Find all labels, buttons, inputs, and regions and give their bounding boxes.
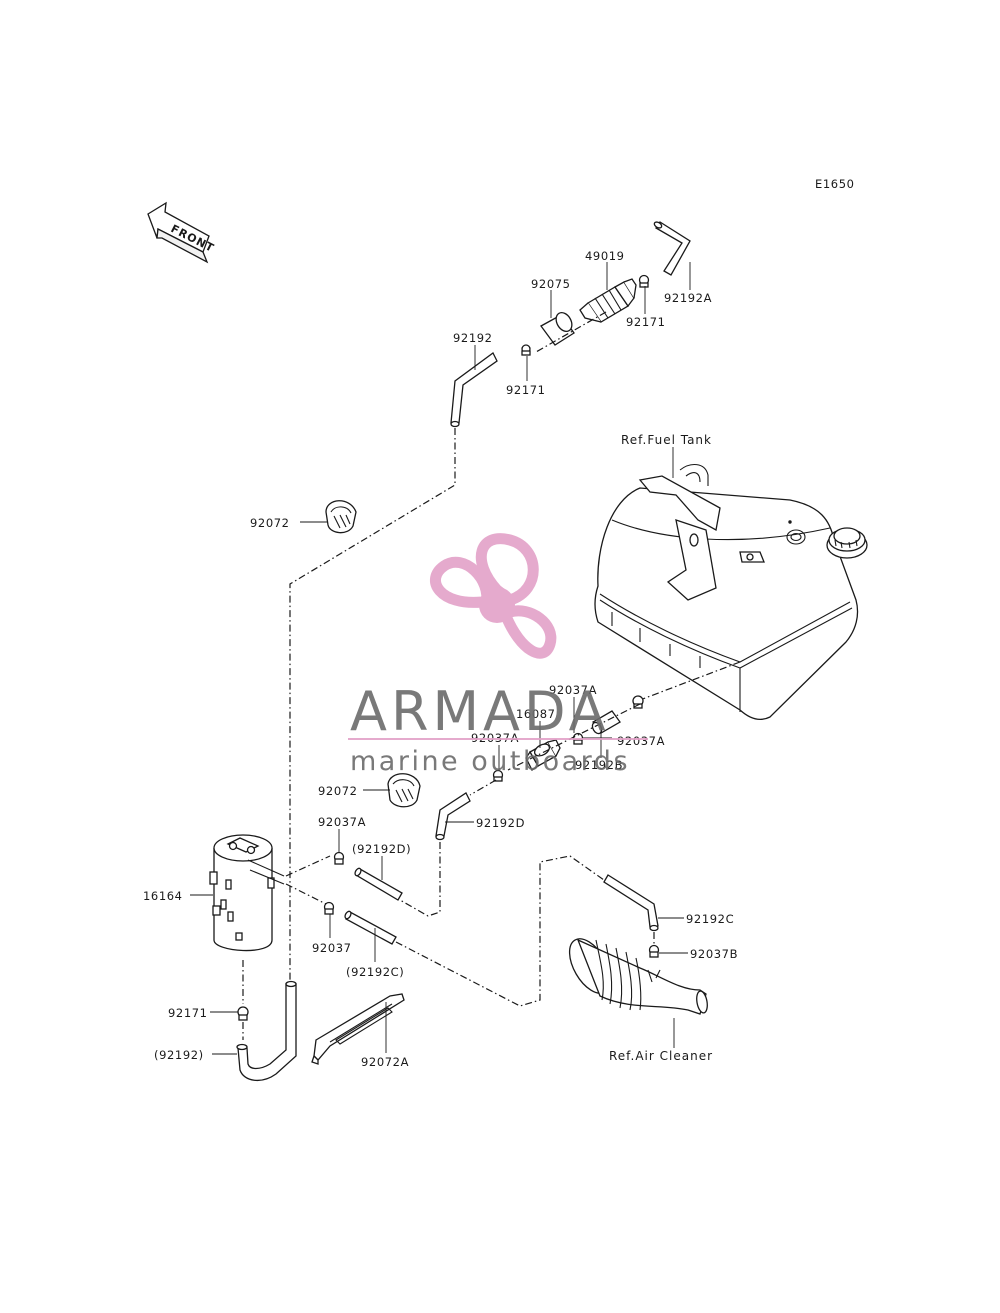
bracket-92075 (540, 312, 575, 346)
hose-92192A (653, 221, 691, 276)
valve-16087 (525, 739, 561, 771)
label-92192D: 92192D (476, 816, 525, 830)
label-92171-bottom: 92171 (168, 1006, 208, 1020)
hose-92192B (591, 710, 621, 735)
hose-92192-bottom (236, 980, 297, 1081)
hose-92192C (603, 874, 659, 932)
air-cleaner-duct (568, 938, 708, 1015)
part-labels: 49019 92075 92171 92192A 92192 92171 920… (143, 249, 738, 1069)
propeller-logo-icon (430, 533, 557, 659)
label-92037B: 92037B (690, 947, 738, 961)
clamp-92037B (648, 944, 660, 958)
label-49019: 49019 (585, 249, 625, 263)
clamp-92171-bottom (237, 1006, 249, 1021)
canister-16164 (209, 834, 285, 952)
label-92075: 92075 (531, 277, 571, 291)
label-92192C: 92192C (686, 912, 734, 926)
clamp-92171-top (638, 274, 650, 288)
clamp-92037 (323, 901, 335, 915)
clamp-92037A-upper (632, 695, 644, 709)
label-92192-top: 92192 (453, 331, 493, 345)
label-16164: 16164 (143, 889, 183, 903)
watermark: ARMADA marine outboards (348, 533, 648, 777)
hose-92192C-paren (344, 910, 397, 945)
label-92192D-paren: (92192D) (352, 842, 411, 856)
fuel-tank (594, 464, 868, 721)
hose-92192-top (450, 352, 498, 428)
label-92192A: 92192A (664, 291, 712, 305)
front-arrow-icon: FRONT (147, 201, 216, 264)
label-92171-mid: 92171 (506, 383, 546, 397)
label-92192-paren: (92192) (154, 1048, 204, 1062)
diagram-code: E1650 (815, 177, 855, 191)
label-16087: 16087 (516, 707, 556, 721)
clamp-92171-mid (521, 344, 531, 356)
label-92037A-low: 92037A (318, 815, 366, 829)
label-92171-top: 92171 (626, 315, 666, 329)
label-92072-mid: 92072 (318, 784, 358, 798)
label-92037A-right: 92037A (617, 734, 665, 748)
ref-air-cleaner: Ref.Air Cleaner (609, 1049, 713, 1063)
clamp-92037A-low (333, 851, 345, 865)
hose-92192D (435, 792, 471, 841)
label-92192B: 92192B (575, 758, 623, 772)
label-92072-top: 92072 (250, 516, 290, 530)
watermark-divider (348, 738, 648, 740)
clamp-92037A-left (492, 769, 504, 782)
bracket-92072A (311, 993, 405, 1065)
label-92072A: 92072A (361, 1055, 409, 1069)
clip-92072-mid (387, 773, 421, 808)
label-92037A-upper: 92037A (549, 683, 597, 697)
watermark-tagline: marine outboards (350, 746, 630, 777)
ref-fuel-tank: Ref.Fuel Tank (621, 433, 712, 447)
label-92192C-paren: (92192C) (346, 965, 404, 979)
label-92037: 92037 (312, 941, 352, 955)
clip-92072-top (325, 500, 357, 534)
hose-92192D-paren (354, 867, 403, 901)
watermark-brand: ARMADA (350, 680, 610, 743)
leader-lines (190, 262, 691, 1055)
